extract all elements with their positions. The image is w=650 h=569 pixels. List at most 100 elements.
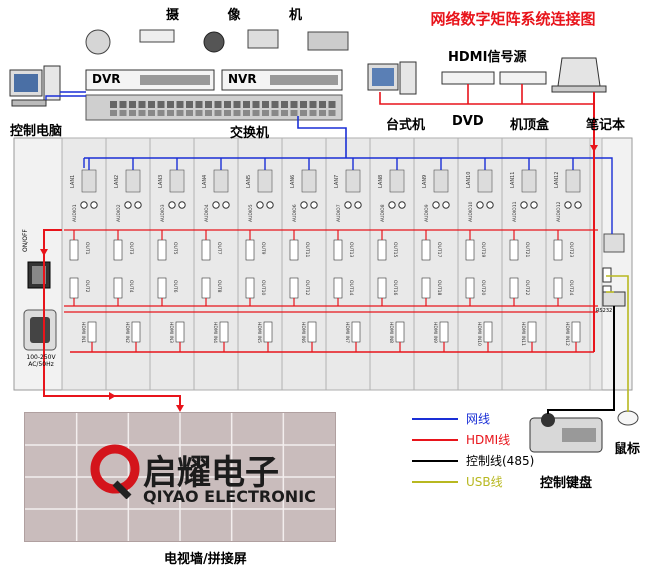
lan-port <box>565 169 581 193</box>
hdmi-in-label: HDMI IN10 <box>476 322 482 346</box>
hdmi-in-port <box>219 321 229 343</box>
hdmi-in-label: HDMI IN5 <box>256 322 262 343</box>
video-wall-grid <box>25 413 335 541</box>
switch-port <box>214 110 222 116</box>
audio-jack <box>266 201 274 209</box>
hdmi-out-label: OUT9 <box>260 242 266 255</box>
network-wire <box>598 157 613 234</box>
lan-port <box>81 169 97 193</box>
audio-label: AUDIO6 <box>292 204 298 222</box>
dvd-player <box>441 71 495 85</box>
network-switch <box>85 94 343 121</box>
card-slot <box>545 137 591 391</box>
hdmi-out-port <box>245 277 255 299</box>
hdmi-out-port <box>509 277 519 299</box>
legend-row: 控制线(485) <box>412 450 542 471</box>
audio-label: AUDIO9 <box>424 204 430 222</box>
lan-port <box>389 169 405 193</box>
lan-port-label: LAN3 <box>158 175 164 188</box>
hdmi-in-port <box>527 321 537 343</box>
switch-port <box>195 110 203 116</box>
hdmi-out-label: OUT23 <box>568 242 574 257</box>
mouse-label: 鼠标 <box>614 442 641 457</box>
audio-label: AUDIO8 <box>380 204 386 222</box>
hdmi-in-port <box>131 321 141 343</box>
lan-port <box>169 169 185 193</box>
wires <box>40 84 629 414</box>
hdmi-out-port <box>421 277 431 299</box>
brand-logo-icon <box>90 444 140 500</box>
hdmi-arrow <box>176 405 184 412</box>
hdmi-in-port <box>571 321 581 343</box>
hdmi-in-port <box>351 321 361 343</box>
switch-port <box>290 110 298 116</box>
mouse-icon <box>617 410 639 426</box>
audio-jack <box>564 201 572 209</box>
hdmi-out-port <box>113 277 123 299</box>
hdmi-in-label: HDMI IN12 <box>564 322 570 346</box>
control-485-wire <box>547 306 615 414</box>
hdmi-in-label: HDMI IN4 <box>212 322 218 343</box>
rs232-label: RS232 <box>596 308 613 314</box>
legend-label: 网线 <box>466 412 491 426</box>
switch-port <box>176 110 184 116</box>
hdmi-in-port <box>87 321 97 343</box>
hdmi-out-port <box>377 277 387 299</box>
laptop-label: 笔记本 <box>586 118 626 133</box>
power-switch-rocker <box>32 266 46 284</box>
laptop-icon <box>557 57 601 87</box>
switch-port <box>205 110 212 116</box>
desktop-tower <box>399 61 417 95</box>
hdmi-out-port <box>289 239 299 261</box>
hdmi-out-label: OUT11 <box>304 242 310 257</box>
audio-jack <box>90 201 98 209</box>
audio-label: AUDIO3 <box>160 204 166 222</box>
switch-port <box>167 101 174 108</box>
lan-port <box>521 169 537 193</box>
hdmi-out-label: OUT18 <box>436 280 442 295</box>
switch-port <box>186 110 193 116</box>
hdmi-out-port <box>509 239 519 261</box>
switch-port <box>110 101 117 108</box>
switch-port <box>281 101 288 108</box>
lan-port-label: LAN1 <box>70 175 76 188</box>
hdmi-out-label: OUT1 <box>84 242 90 255</box>
audio-jack <box>574 201 582 209</box>
hdmi-in-label: HDMI IN8 <box>388 322 394 343</box>
audio-label: AUDIO5 <box>248 204 254 222</box>
hdmi-out-port <box>69 239 79 261</box>
box-camera-icon <box>203 31 225 53</box>
hdmi-out-port <box>113 239 123 261</box>
hdmi-in-label: HDMI IN3 <box>168 322 174 343</box>
page-title: 网络数字矩阵系统连接图 <box>430 10 596 28</box>
switch-port <box>186 101 193 108</box>
brand-name-en: QIYAO ELECTRONIC <box>143 487 316 506</box>
switch-port <box>224 101 231 108</box>
desktop-label: 台式机 <box>386 118 426 133</box>
audio-jack <box>80 201 88 209</box>
hdmi-out-port <box>553 277 563 299</box>
dvr-label: DVR <box>92 72 121 86</box>
hdmi-out-port <box>333 277 343 299</box>
audio-jack <box>476 201 484 209</box>
hdmi-out-label: OUT15 <box>392 242 398 257</box>
switch-port <box>281 110 288 116</box>
audio-jack <box>310 201 318 209</box>
lan-port <box>125 169 141 193</box>
hdmi-in-label: HDMI IN9 <box>432 322 438 343</box>
switch-port <box>243 110 250 116</box>
hdmi-out-label: OUT12 <box>304 280 310 295</box>
switch-port <box>176 101 184 108</box>
hdmi-in-port <box>263 321 273 343</box>
audio-jack <box>354 201 362 209</box>
audio-label: AUDIO7 <box>336 204 342 222</box>
switch-port <box>214 101 222 108</box>
hdmi-out-port <box>157 277 167 299</box>
lan-port-label: LAN7 <box>334 175 340 188</box>
lan-port-label: LAN4 <box>202 175 208 188</box>
dvd-label: DVD <box>452 114 484 129</box>
usb-wire <box>606 275 629 412</box>
audio-jack <box>486 201 494 209</box>
